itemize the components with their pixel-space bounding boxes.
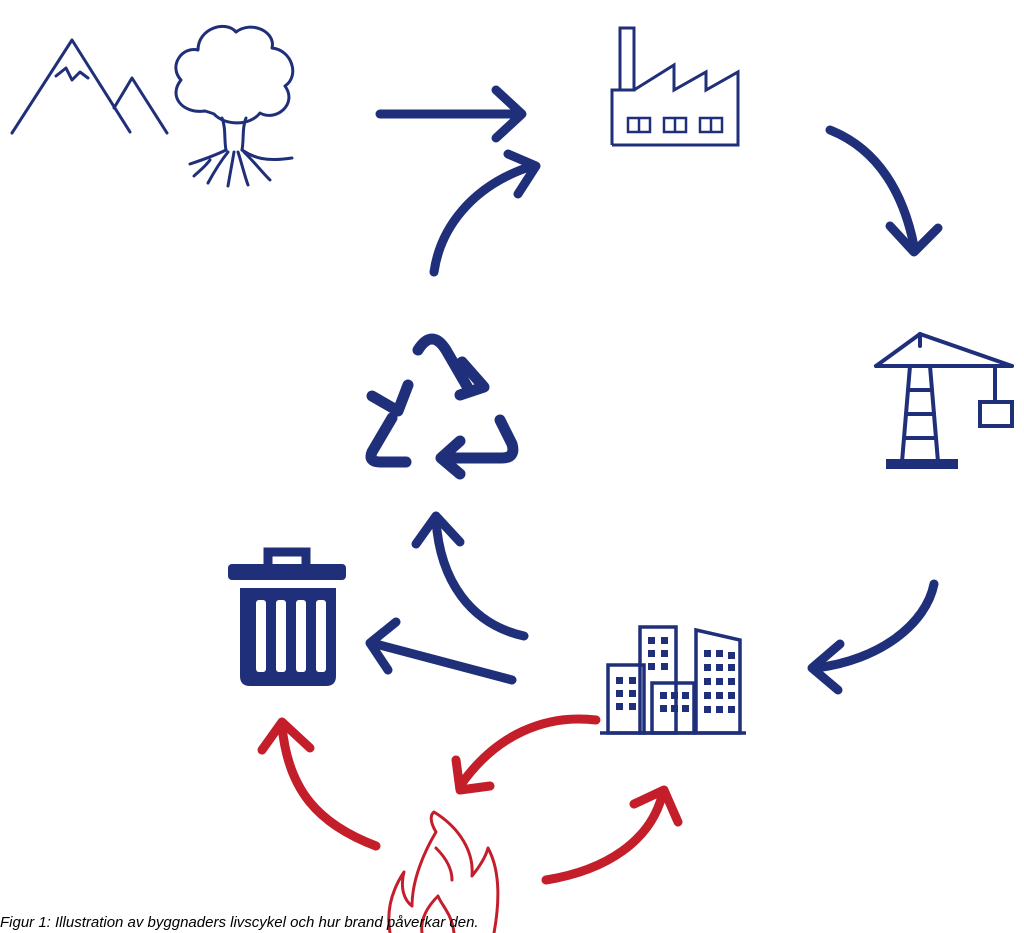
recycle-icon [365, 333, 519, 480]
flame-icon [387, 810, 500, 933]
arrow-manufacturing-to-construction [825, 125, 943, 257]
building-windows [616, 637, 735, 713]
trash-bin-icon [228, 547, 346, 686]
arrow-construction-to-use [807, 579, 939, 695]
factory-icon [610, 26, 740, 147]
arrow-use-to-recycling [411, 511, 529, 641]
figure-caption: Figur 1: Illustration av byggnaders livs… [0, 914, 479, 931]
mountains-icon [10, 38, 169, 135]
arrow-raw-to-manufacturing [375, 85, 527, 143]
arrow-fire-to-use [541, 785, 683, 885]
tree-icon [174, 24, 295, 188]
arrow-fire-to-disposal [257, 717, 381, 851]
arrow-use-to-disposal [365, 617, 517, 685]
buildings-icon [600, 625, 746, 735]
arrow-recycling-to-manufacturing [429, 149, 541, 277]
crane-icon [874, 332, 1014, 469]
arrow-use-to-fire [451, 714, 601, 795]
